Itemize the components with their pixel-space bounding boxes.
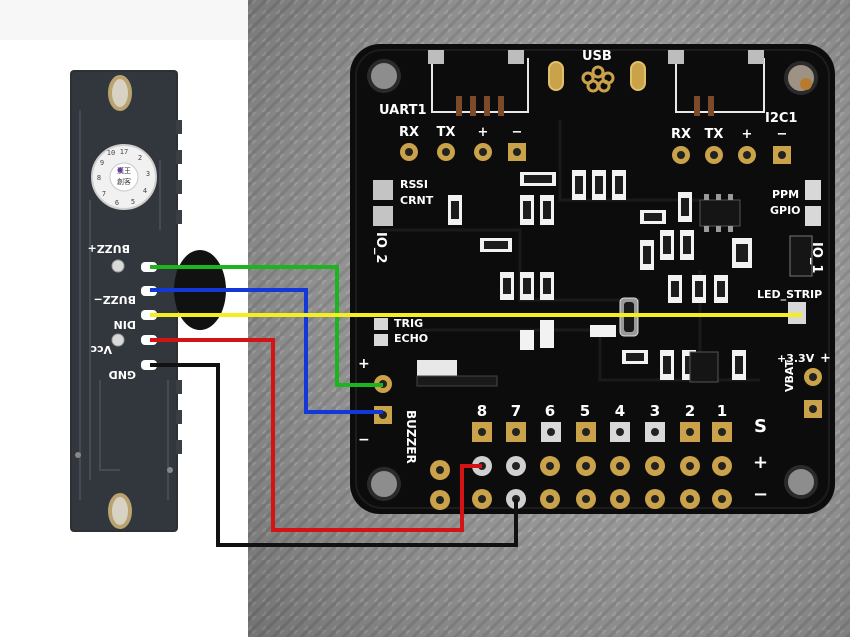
sticker-number: 5 (131, 198, 135, 206)
i2c1-connector (668, 50, 765, 116)
module-mount-hole-top (108, 75, 132, 111)
servo-header (430, 422, 732, 510)
uart1-connector (428, 50, 529, 116)
uart-pin-label: RX (399, 125, 419, 140)
svg-text:創客: 創客 (117, 177, 131, 186)
label-crnt: CRNT (400, 194, 434, 207)
vcc-wire (150, 338, 482, 532)
gnd-wire (150, 363, 518, 547)
label-buzzer: BUZZER (404, 410, 418, 464)
buzz-plus-wire (150, 265, 383, 387)
i2c1-pads: RX TX + − (671, 127, 791, 164)
label-usb: USB (582, 49, 612, 64)
servo-number: 3 (650, 402, 660, 420)
fc-mount-holes (367, 59, 818, 501)
trig-echo-pads (374, 318, 388, 346)
led-module: 漢王 創客 17 2 3 4 5 6 7 8 9 10 (70, 70, 226, 532)
servo-row-label-minus: − (753, 484, 768, 505)
label-gpio: GPIO (770, 204, 801, 217)
servo-numbers: 8 7 6 5 4 3 2 1 (477, 402, 727, 420)
servo-number: 2 (685, 402, 695, 420)
sticker-number: 3 (146, 170, 150, 178)
uart-pin-label: TX (437, 125, 456, 140)
label-led-strip: LED_STRIP (757, 288, 822, 301)
uart-pin-label: + (478, 125, 489, 140)
i2c-pin-label: + (742, 127, 753, 142)
label-echo: ECHO (394, 332, 428, 345)
pin-label-buzz-minus: BUZZ− (94, 293, 137, 306)
sticker-number: 10 (107, 149, 115, 157)
wires (150, 265, 802, 547)
label-i2c1: I2C1 (765, 111, 797, 126)
pin-label-din: DIN (114, 318, 136, 331)
servo-number: 8 (477, 402, 487, 420)
label-io1: IO_1 (809, 242, 824, 273)
label-io2: IO_2 (373, 232, 388, 263)
servo-row-label-s: S (754, 416, 767, 437)
label-left-minus: − (358, 432, 370, 448)
uart1-pads: RX TX + − (399, 125, 526, 161)
pin-label-buzz-plus: BUZZ+ (88, 242, 131, 255)
pin-label-vcc: Vcc (90, 343, 112, 356)
flight-controller: UART1 USB I2C1 RX TX + − RX TX + − (350, 44, 835, 514)
label-rssi: RSSI (400, 178, 428, 191)
smd-components (373, 170, 821, 387)
sticker-number: 4 (143, 187, 147, 195)
sticker-number: 7 (102, 190, 106, 198)
svg-text:漢王: 漢王 (117, 166, 131, 175)
label-vbat: VBAT (783, 359, 796, 392)
servo-number: 6 (545, 402, 555, 420)
i2c-pin-label: − (777, 127, 788, 142)
module-pin-labels: BUZZ+ BUZZ− DIN Vcc GND (88, 242, 137, 381)
sticker-number: 8 (97, 174, 101, 182)
sticker-number: 2 (138, 154, 142, 162)
servo-number: 1 (717, 402, 727, 420)
pin-label-gnd: GND (109, 368, 136, 381)
sticker-number: 6 (115, 199, 119, 207)
label-3v3: +3.3V (777, 352, 815, 365)
label-uart1: UART1 (379, 103, 427, 118)
servo-number: 5 (580, 402, 590, 420)
sticker-number: 17 (120, 148, 128, 156)
i2c-pin-label: RX (671, 127, 691, 142)
white-backdrop-top (0, 0, 248, 40)
module-sticker: 漢王 創客 17 2 3 4 5 6 7 8 9 10 (91, 144, 157, 210)
servo-number: 4 (615, 402, 625, 420)
label-right-plus: + (820, 351, 831, 366)
servo-number: 7 (511, 402, 521, 420)
usb-connector (548, 61, 646, 93)
label-ppm: PPM (772, 188, 799, 201)
label-left-plus: + (358, 356, 370, 372)
sticker-number: 9 (100, 159, 104, 167)
servo-row-label-plus: + (753, 452, 768, 473)
i2c-pin-label: TX (705, 127, 724, 142)
buzz-minus-wire (150, 288, 383, 414)
module-mount-hole-bottom (108, 493, 132, 529)
uart-pin-label: − (512, 125, 523, 140)
label-trig: TRIG (394, 317, 423, 330)
